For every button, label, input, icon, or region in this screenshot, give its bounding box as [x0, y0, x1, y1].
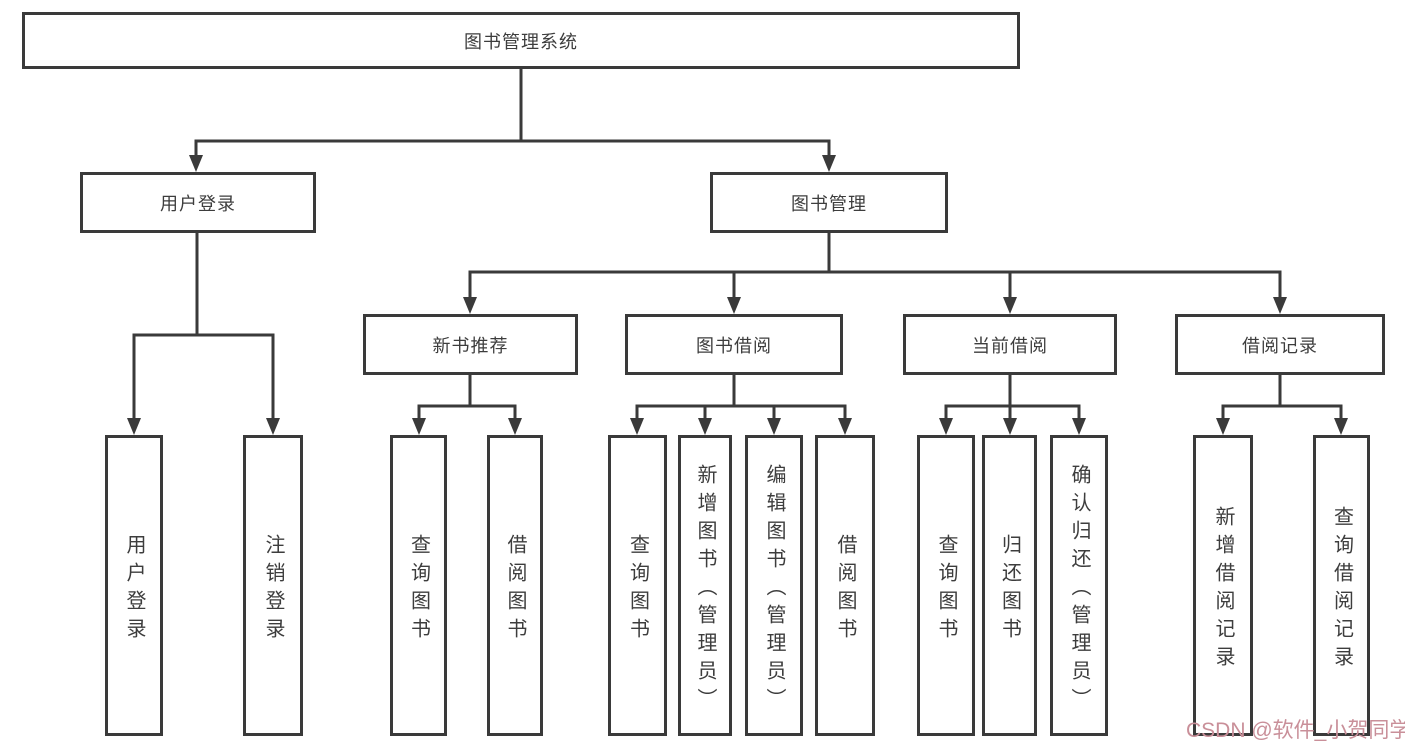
leaf-label: 新增图书（管理员） [694, 463, 716, 716]
leaf-label: 用户登录 [123, 533, 145, 646]
leaf-logout: 注销登录 [243, 435, 303, 736]
leaf-borrow-books-rec: 借阅图书 [487, 435, 543, 736]
leaf-query-books-rec: 查询图书 [390, 435, 447, 736]
leaf-borrow-books: 借阅图书 [815, 435, 875, 736]
leaf-label: 编辑图书（管理员） [763, 463, 785, 716]
leaf-label: 归还图书 [998, 533, 1021, 646]
node-user-login: 用户登录 [80, 172, 316, 233]
leaf-query-books-current: 查询图书 [917, 435, 975, 736]
leaf-confirm-return-admin: 确认归还（管理员） [1050, 435, 1108, 736]
leaf-query-borrow-record: 查询借阅记录 [1313, 435, 1370, 736]
leaf-edit-book-admin: 编辑图书（管理员） [745, 435, 803, 736]
leaf-label: 查询图书 [626, 533, 649, 646]
csdn-watermark: CSDN @软件_小贺同学 [1186, 719, 1405, 742]
leaf-label: 查询图书 [407, 533, 430, 646]
leaf-label: 新增借阅记录 [1212, 505, 1234, 674]
leaf-label: 注销登录 [262, 533, 284, 646]
leaf-label: 借阅图书 [834, 533, 856, 646]
node-book-management: 图书管理 [710, 172, 948, 233]
node-book-borrowing: 图书借阅 [625, 314, 843, 375]
leaf-label: 查询图书 [935, 533, 957, 646]
leaf-add-book-admin: 新增图书（管理员） [678, 435, 732, 736]
leaf-return-books: 归还图书 [982, 435, 1037, 736]
leaf-label: 确认归还（管理员） [1068, 463, 1090, 716]
node-root-system: 图书管理系统 [22, 12, 1020, 69]
leaf-user-login: 用户登录 [105, 435, 163, 736]
leaf-add-borrow-record: 新增借阅记录 [1193, 435, 1253, 736]
node-current-borrowing: 当前借阅 [903, 314, 1117, 375]
leaf-label: 借阅图书 [504, 533, 526, 646]
leaf-query-books-borrow: 查询图书 [608, 435, 667, 736]
node-borrow-records: 借阅记录 [1175, 314, 1385, 375]
leaf-label: 查询借阅记录 [1330, 505, 1353, 674]
node-new-book-recommend: 新书推荐 [363, 314, 578, 375]
